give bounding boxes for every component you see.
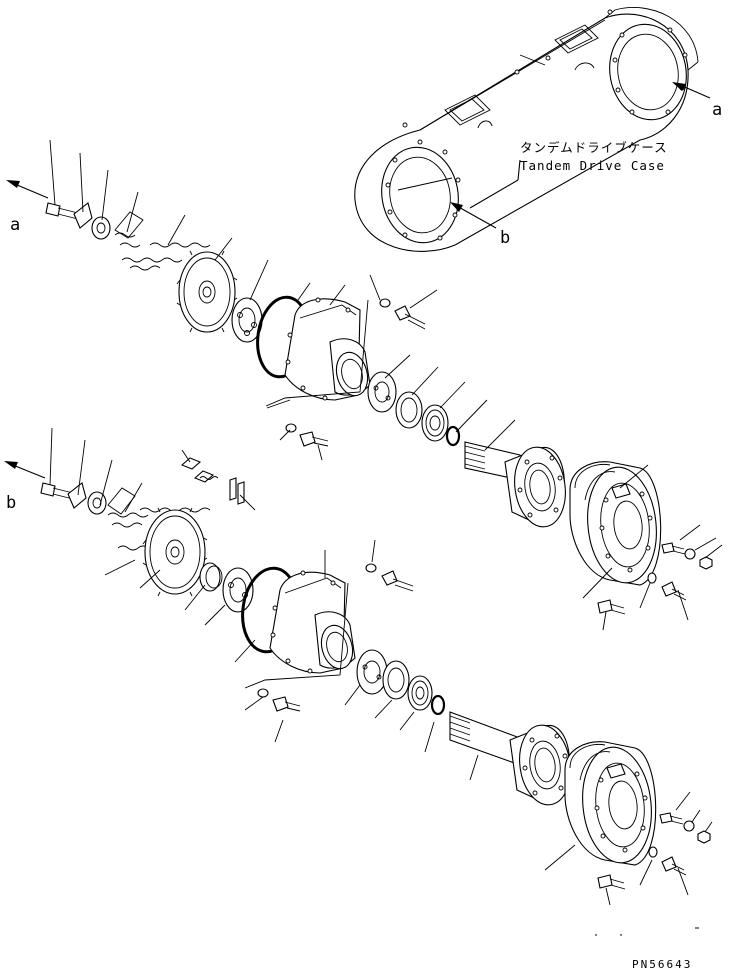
case-ref-b: b [500, 228, 510, 248]
left-ref-b: b [6, 493, 16, 513]
lower-drum [564, 741, 657, 866]
caption-japanese: タンデムドライブケース [520, 140, 668, 155]
case-ref-a: a [712, 100, 722, 120]
drawing-code: PN56643 [632, 958, 692, 971]
caption-english: Tandem Drive Case [520, 158, 665, 173]
tandem-drive-case [354, 7, 711, 252]
upper-housing [284, 297, 371, 401]
lower-assembly: b [4, 427, 713, 906]
lower-sprocket [142, 507, 208, 597]
lower-housing [269, 570, 356, 674]
left-ref-a: a [10, 215, 20, 235]
upper-shaft [464, 441, 566, 528]
upper-drum [569, 461, 662, 586]
upper-sprocket [176, 250, 238, 333]
lower-shaft [449, 711, 571, 806]
upper-assembly: a [6, 139, 723, 631]
